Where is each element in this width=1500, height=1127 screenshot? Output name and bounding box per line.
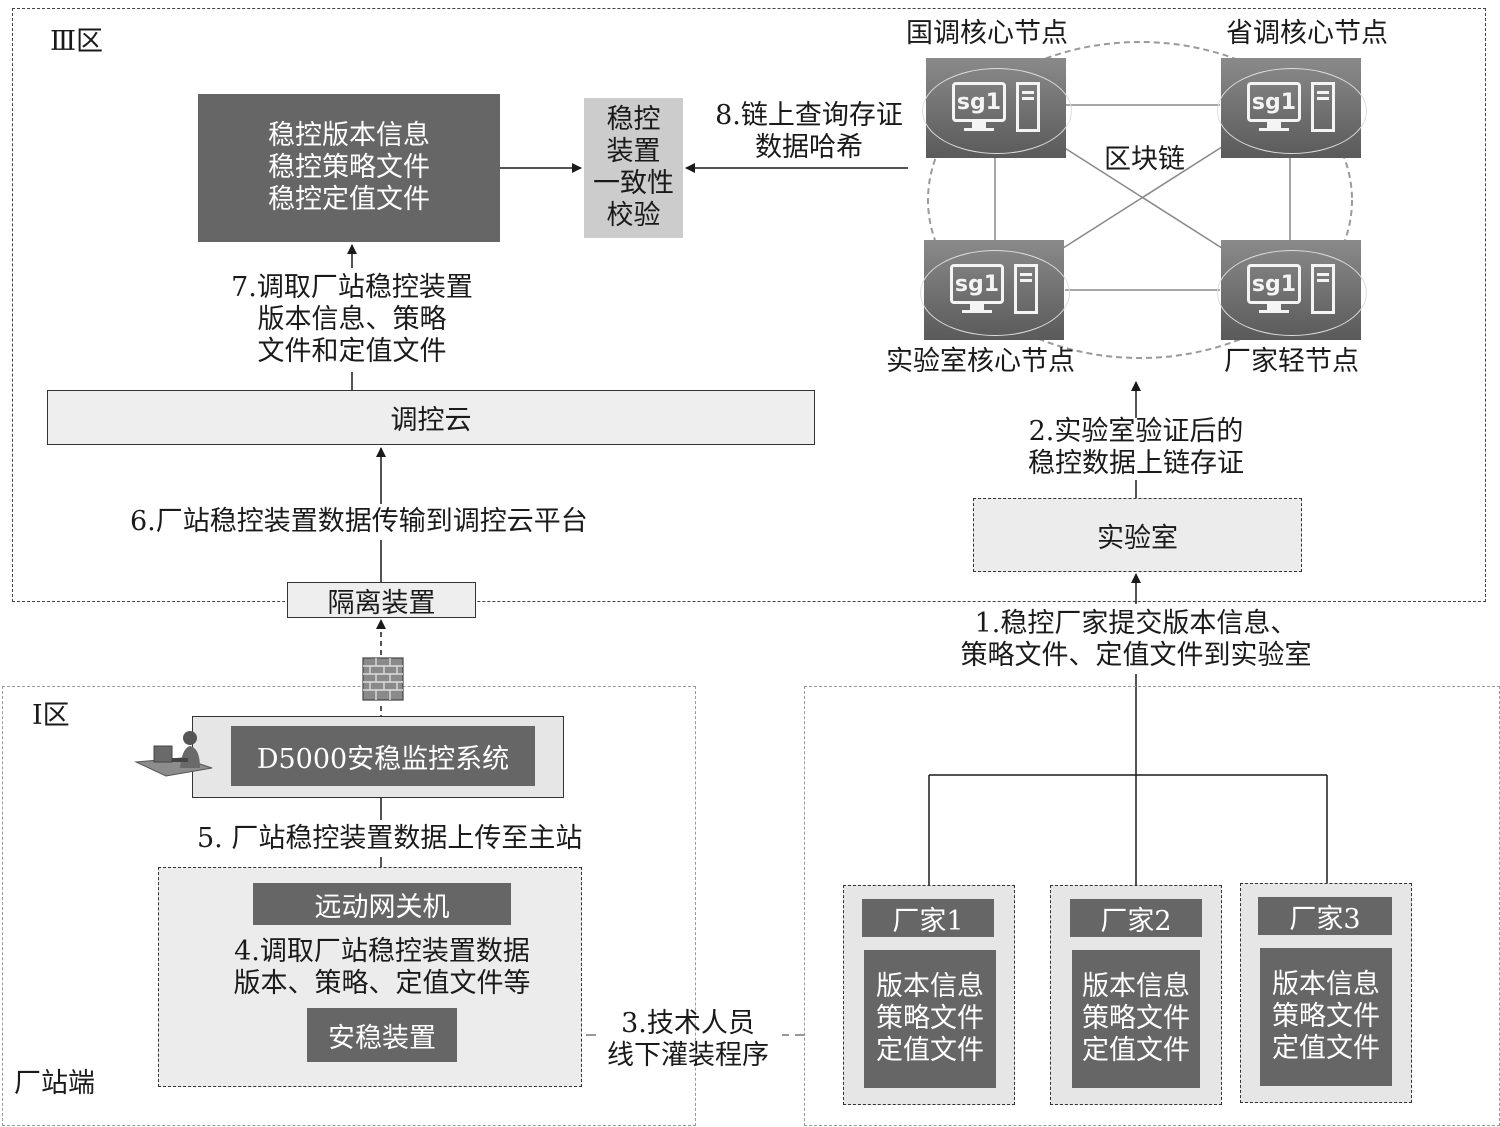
- blockchain-ring: [927, 41, 1353, 359]
- stability-info-line: 稳控定值文件: [268, 184, 430, 215]
- step-1-line: 策略文件、定值文件到实验室: [960, 640, 1312, 671]
- step-4-label: 4.调取厂站稳控装置数据 版本、策略、定值文件等: [200, 936, 564, 1000]
- operator-workstation-icon: [134, 731, 213, 777]
- vendor-files-box: 版本信息 策略文件 定值文件: [1260, 948, 1392, 1086]
- firewall-icon: [362, 657, 404, 701]
- check-line: 装置: [606, 136, 661, 167]
- step-1-line: 1.稳控厂家提交版本信息、: [974, 608, 1298, 639]
- d5000-system-box: D5000安稳监控系统: [231, 726, 535, 786]
- node-label-provincial: 省调核心节点: [1226, 18, 1388, 49]
- vendor-file: 定值文件: [1082, 1035, 1190, 1066]
- server-node-icon: sg1: [950, 264, 1004, 304]
- vendor-files-box: 版本信息 策略文件 定值文件: [1072, 950, 1200, 1088]
- chain-link: [1059, 144, 1226, 251]
- server-node-icon: sg1: [1247, 82, 1301, 122]
- zone-1-boundary: [2, 686, 696, 1126]
- stability-info-line: 稳控版本信息: [268, 120, 430, 151]
- isolation-device-box: 隔离装置: [287, 582, 476, 619]
- step-3-label: 3.技术人员 线下灌装程序: [588, 1008, 788, 1072]
- vendor-name-box: 厂家2: [1070, 899, 1202, 937]
- lab-box: 实验室: [973, 498, 1302, 572]
- check-line: 一致性: [593, 168, 674, 199]
- vendor-file: 策略文件: [1082, 1003, 1190, 1034]
- dispatch-cloud-box: 调控云: [47, 390, 815, 445]
- step-4-line: 版本、策略、定值文件等: [233, 968, 531, 999]
- step-3-line: 线下灌装程序: [607, 1040, 769, 1071]
- vendor-file: 定值文件: [1272, 1033, 1380, 1064]
- node-label-national: 国调核心节点: [906, 18, 1068, 49]
- blockchain-node-provincial: sg1: [1217, 58, 1367, 158]
- zone-3-label: Ⅲ区: [50, 26, 104, 57]
- step-7-line: 版本信息、策略: [257, 304, 447, 335]
- step-2-line: 2.实验室验证后的: [1028, 416, 1244, 447]
- step-8-line: 8.链上查询存证: [715, 100, 903, 131]
- vendor-file: 版本信息: [1082, 971, 1190, 1002]
- stability-info-line: 稳控策略文件: [268, 152, 430, 183]
- stability-info-box: 稳控版本信息 稳控策略文件 稳控定值文件: [198, 94, 500, 242]
- server-node-icon: sg1: [1247, 264, 1301, 304]
- step-1-label: 1.稳控厂家提交版本信息、 策略文件、定值文件到实验室: [930, 608, 1342, 672]
- zone-3-boundary: [12, 8, 1486, 602]
- step-3-line: 3.技术人员: [621, 1008, 755, 1039]
- consistency-check-box: 稳控 装置 一致性 校验: [584, 98, 683, 238]
- node-label-lab: 实验室核心节点: [886, 346, 1075, 377]
- step-7-line: 文件和定值文件: [257, 336, 447, 367]
- step-7-label: 7.调取厂站稳控装置 版本信息、策略 文件和定值文件: [210, 272, 494, 368]
- blockchain-node-lab: sg1: [920, 240, 1070, 340]
- step-8-line: 数据哈希: [755, 132, 863, 163]
- vendor-name-box: 厂家3: [1258, 897, 1392, 935]
- zone-1-label: Ⅰ区: [32, 700, 70, 731]
- blockchain-node-national: sg1: [922, 58, 1072, 158]
- check-line: 稳控: [606, 104, 661, 135]
- plant-end-label: 厂站端: [14, 1068, 95, 1099]
- blockchain-node-vendor: sg1: [1217, 240, 1367, 340]
- blockchain-label: 区块链: [1104, 144, 1185, 175]
- step-2-line: 稳控数据上链存证: [1028, 448, 1244, 479]
- vendor-file: 版本信息: [876, 971, 984, 1002]
- step-7-line: 7.调取厂站稳控装置: [231, 272, 473, 303]
- step-6-label: 6.厂站稳控装置数据传输到调控云平台: [130, 506, 588, 537]
- vendor-file: 策略文件: [1272, 1001, 1380, 1032]
- step-2-label: 2.实验室验证后的 稳控数据上链存证: [980, 416, 1292, 480]
- security-device-box: 安稳装置: [307, 1008, 457, 1062]
- step-5-label: 5. 厂站稳控装置数据上传至主站: [197, 823, 583, 854]
- node-label-vendor: 厂家轻节点: [1224, 346, 1359, 377]
- step-8-label: 8.链上查询存证 数据哈希: [704, 100, 914, 164]
- vendor-file: 版本信息: [1272, 969, 1380, 1000]
- server-node-icon: sg1: [952, 82, 1006, 122]
- vendor-name-box: 厂家1: [862, 899, 994, 937]
- vendor-file: 定值文件: [876, 1035, 984, 1066]
- step-4-line: 4.调取厂站稳控装置数据: [234, 936, 530, 967]
- vendor-file: 策略文件: [876, 1003, 984, 1034]
- vendor-files-box: 版本信息 策略文件 定值文件: [864, 950, 996, 1088]
- check-line: 校验: [606, 200, 661, 231]
- gateway-box: 远动网关机: [253, 883, 511, 925]
